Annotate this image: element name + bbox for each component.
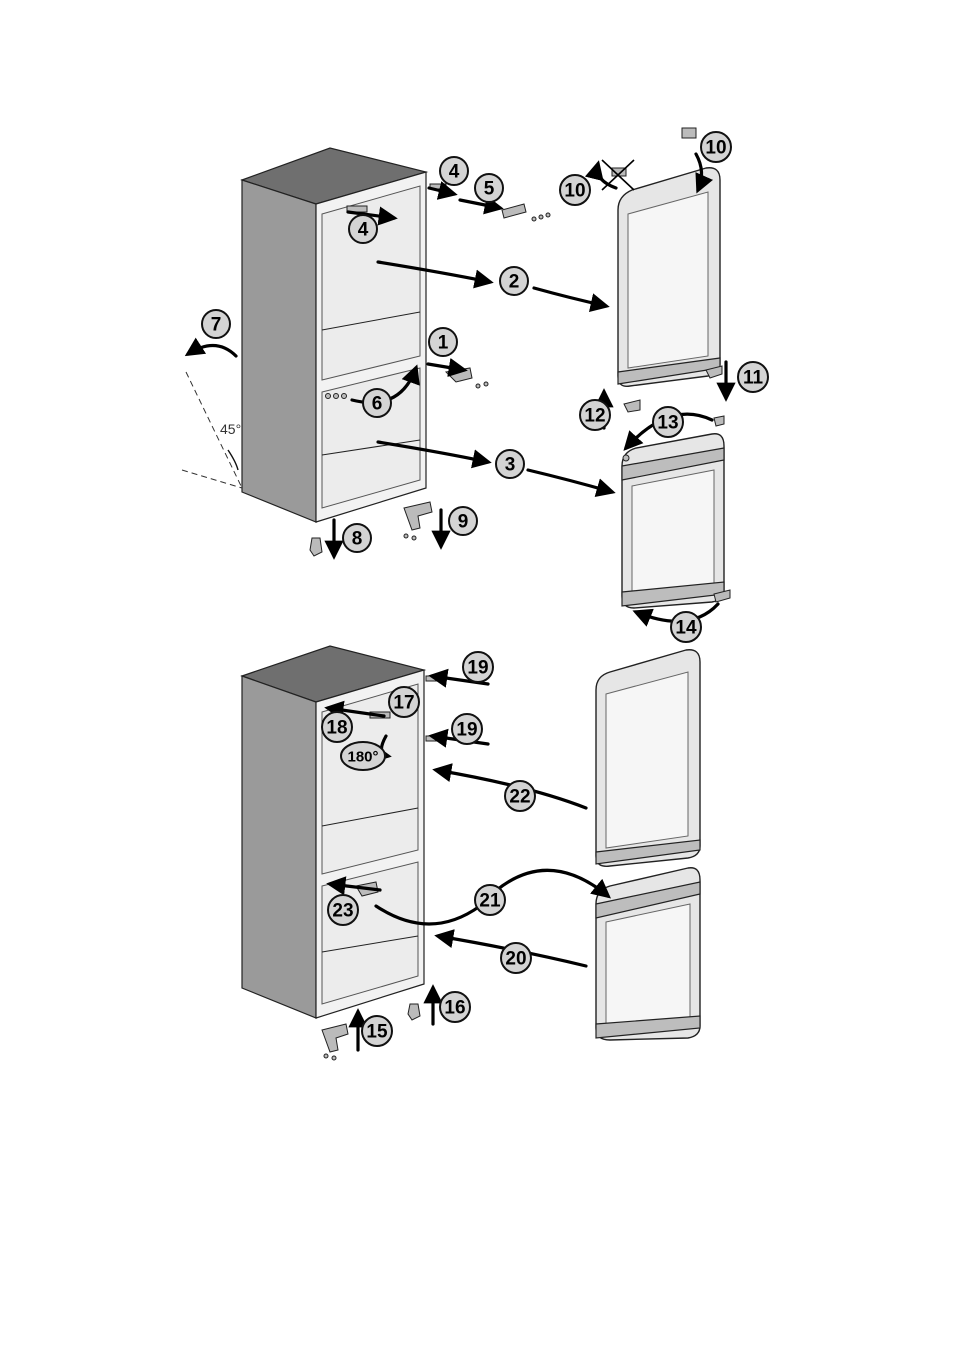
callout-4-lower: 4 (349, 215, 377, 243)
svg-text:10: 10 (564, 181, 585, 202)
svg-text:14: 14 (675, 618, 697, 639)
svg-text:22: 22 (509, 787, 530, 808)
callout-22: 22 (505, 781, 535, 811)
angle-label: 45° (220, 421, 241, 437)
svg-text:2: 2 (509, 272, 520, 293)
hinge-hole-cover (682, 128, 696, 138)
callout-3: 3 (496, 450, 524, 478)
callout-6: 6 (363, 389, 391, 417)
callout-12: 12 (580, 400, 610, 430)
callout-16: 16 (440, 992, 470, 1022)
bottom-hinge-reinstall (322, 1024, 348, 1052)
callout-21: 21 (475, 885, 505, 915)
svg-text:19: 19 (467, 658, 488, 679)
svg-text:19: 19 (456, 720, 477, 741)
svg-text:180°: 180° (347, 749, 378, 766)
svg-text:4: 4 (449, 162, 460, 183)
callout-10-left: 10 (560, 175, 590, 205)
svg-text:8: 8 (352, 529, 363, 550)
callout-10-right: 10 (701, 132, 731, 162)
callout-1: 1 (429, 328, 457, 356)
callout-20: 20 (501, 943, 531, 973)
svg-text:16: 16 (444, 998, 465, 1019)
svg-text:11: 11 (743, 368, 764, 389)
callout-15: 15 (362, 1016, 392, 1046)
svg-text:3: 3 (505, 455, 516, 476)
adjustable-foot (310, 538, 322, 556)
callout-180-degrees: 180° (341, 742, 385, 770)
callout-17: 17 (389, 687, 419, 717)
lower-door-removed (622, 434, 724, 608)
callout-2: 2 (500, 267, 528, 295)
svg-text:6: 6 (372, 394, 383, 415)
svg-text:7: 7 (211, 315, 222, 336)
svg-text:12: 12 (584, 406, 605, 427)
callout-11: 11 (738, 362, 768, 392)
callout-8: 8 (343, 524, 371, 552)
bottom-hinge-part (404, 502, 432, 530)
lower-door-reinstall (596, 868, 700, 1040)
door-hinge-bushing-moved (624, 400, 640, 412)
callout-14: 14 (671, 612, 701, 642)
door-angle-indicator: 45° (182, 372, 242, 488)
svg-text:9: 9 (458, 512, 469, 533)
callout-19-upper: 19 (463, 652, 493, 682)
svg-text:1: 1 (438, 333, 449, 354)
upper-door-reinstall (596, 650, 700, 867)
callout-5: 5 (475, 174, 503, 202)
svg-text:10: 10 (705, 138, 726, 159)
callout-4-upper: 4 (440, 157, 468, 185)
svg-text:23: 23 (332, 901, 353, 922)
door-bushing-left (623, 455, 629, 461)
callout-23: 23 (328, 895, 358, 925)
door-bushing-right (714, 416, 724, 426)
svg-text:21: 21 (479, 891, 501, 912)
svg-text:4: 4 (358, 220, 369, 241)
callout-18: 18 (322, 712, 352, 742)
callout-7: 7 (202, 310, 230, 338)
svg-text:5: 5 (484, 179, 495, 200)
svg-text:20: 20 (505, 949, 526, 970)
svg-text:13: 13 (657, 413, 678, 434)
fridge-cabinet-top (242, 148, 426, 522)
svg-text:15: 15 (366, 1022, 388, 1043)
svg-text:18: 18 (326, 718, 347, 739)
top-illustration: 45° (182, 128, 768, 642)
adjustable-foot-reinstall (408, 1004, 420, 1020)
callout-9: 9 (449, 507, 477, 535)
top-hinge-part (502, 204, 526, 218)
callout-13: 13 (653, 407, 683, 437)
svg-text:17: 17 (393, 693, 414, 714)
bottom-illustration: 15 16 17 18 19 19 20 21 22 23 180° (242, 646, 700, 1060)
callout-19-lower: 19 (452, 714, 482, 744)
